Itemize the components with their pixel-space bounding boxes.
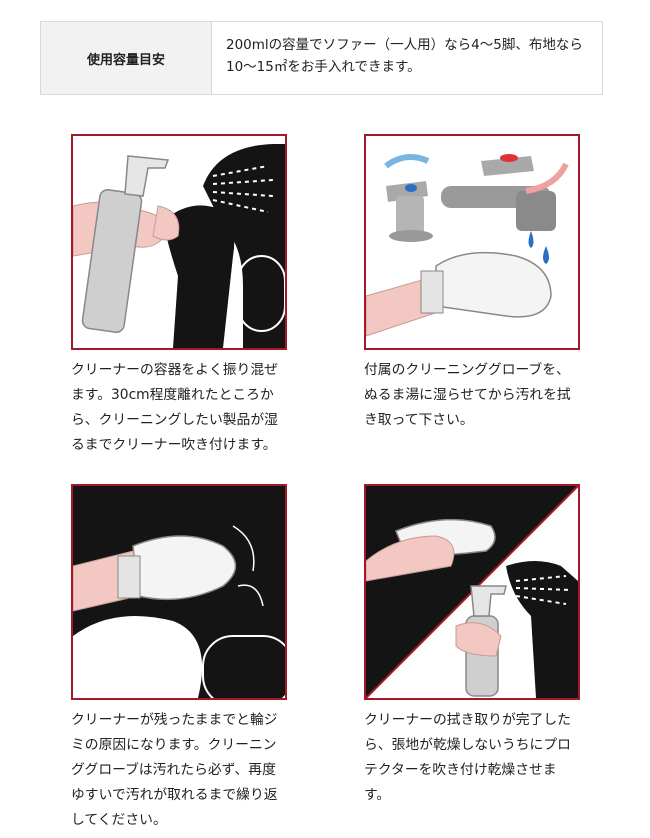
usage-text: 200mlの容量でソファー（一人用）なら4〜5脚、布地なら10〜15㎡をお手入れ…	[226, 37, 583, 75]
step4-caption: クリーナーの拭き取りが完了したら、張地が乾燥しないうちにプロテクターを吹き付け乾…	[364, 712, 571, 803]
step2-illustration	[364, 134, 580, 350]
faucet-glove-illustration	[366, 154, 569, 337]
dry-protect-illustration	[366, 486, 578, 698]
usage-table: 使用容量目安 200mlの容量でソファー（一人用）なら4〜5脚、布地なら10〜1…	[40, 21, 603, 95]
spray-sofa-illustration	[73, 144, 285, 348]
step1-caption: クリーナーの容器をよく振り混ぜます。30cm程度離れたところから、クリーニングし…	[71, 362, 278, 453]
step3-caption: クリーナーが残ったままでと輪ジミの原因になります。クリーニンググローブは汚れたら…	[71, 712, 278, 828]
usage-label: 使用容量目安	[41, 22, 212, 94]
step4-illustration	[364, 484, 580, 700]
glove-wipe-illustration	[73, 486, 285, 698]
step1-illustration	[71, 134, 287, 350]
step3-illustration	[71, 484, 287, 700]
step2-caption: 付属のクリーニンググローブを、ぬるま湯に湿らせてから汚れを拭き取って下さい。	[364, 362, 571, 428]
